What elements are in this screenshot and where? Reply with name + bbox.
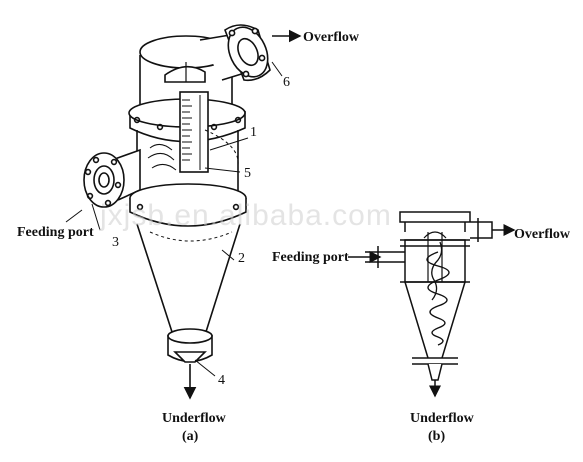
part-number-5: 5 (244, 166, 251, 181)
part-number-6: 6 (283, 75, 290, 90)
inner-vortex-b (431, 241, 443, 301)
part-number-4: 4 (218, 373, 225, 388)
overflow-pipe (199, 24, 271, 82)
caption-a: (a) (182, 429, 199, 444)
vortex-finder (179, 91, 209, 173)
underflow-label-b: Underflow (410, 411, 475, 426)
overflow-label-b: Overflow (514, 227, 571, 242)
feed-inlet (83, 148, 141, 208)
spiral-flow-b (426, 251, 450, 346)
part-number-1: 1 (250, 125, 257, 140)
feeding-port-label-b: Feeding port (272, 250, 349, 265)
part-number-2: 2 (238, 251, 245, 266)
figure-a (65, 24, 302, 400)
middle-flange (129, 183, 247, 227)
overflow-label-a: Overflow (303, 30, 360, 45)
cone-section (136, 223, 241, 336)
overflow-chamber-b (399, 211, 493, 242)
underflow-label-a: Underflow (162, 411, 227, 426)
feeding-port-label-a: Feeding port (17, 225, 94, 240)
watermark: jxjsb.en.alibaba.com (99, 199, 392, 232)
part-number-3: 3 (112, 235, 119, 250)
figure-b (348, 211, 516, 398)
underflow-spigot (167, 328, 213, 363)
cylinder-b (400, 231, 470, 283)
caption-b: (b) (428, 429, 445, 444)
